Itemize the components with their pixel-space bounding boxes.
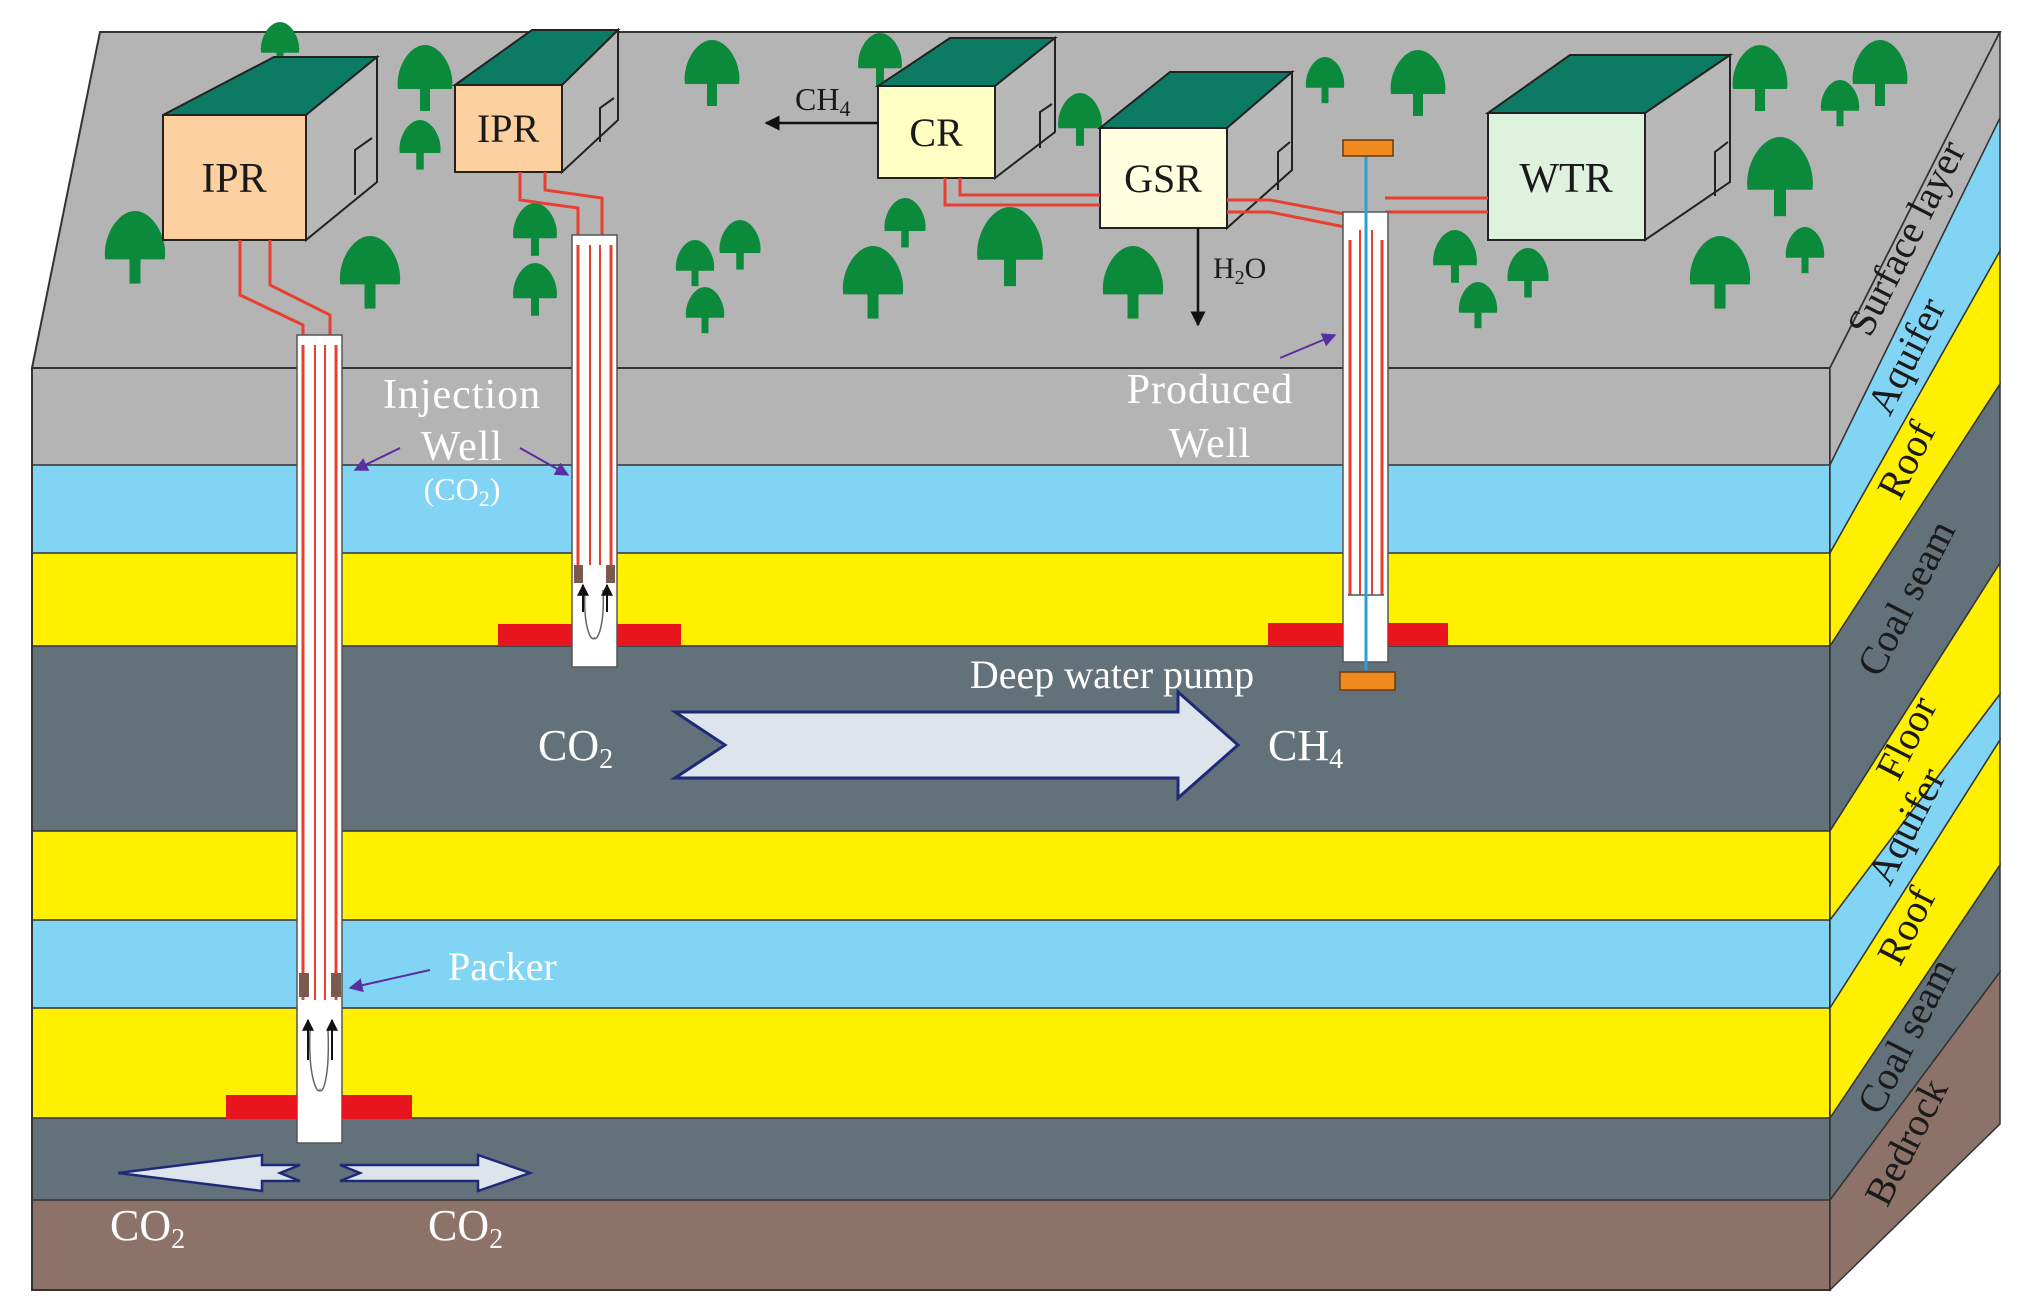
seal-1-left: [226, 1095, 297, 1119]
building-ipr-2: IPR: [451, 27, 621, 175]
packer-label-group: Packer: [348, 944, 557, 993]
packer-1-left: [299, 973, 309, 997]
produced-well-label-line1: Produced: [1127, 367, 1294, 413]
seal-2-right: [617, 624, 681, 646]
injection-well-label-line2: Well: [421, 424, 503, 470]
h2o-output-label: H2O: [1213, 252, 1266, 289]
ch4-output-flow: CH4: [764, 81, 878, 131]
main-ch4-label: CH4: [1268, 721, 1343, 775]
label-gsr: GSR: [1124, 156, 1202, 201]
label-ipr-2: IPR: [477, 106, 540, 151]
packer-1-right: [331, 973, 341, 997]
building-wtr: WTR: [1484, 53, 1734, 242]
label-wtr: WTR: [1519, 156, 1612, 202]
co2-left-arrow: [117, 1153, 301, 1193]
seal-3-right: [1388, 623, 1448, 645]
packer-label: Packer: [448, 944, 557, 989]
injection-well-label-line1: Injection: [383, 372, 541, 418]
produced-well-label: Produced Well: [1127, 333, 1337, 467]
co2-left-label: CO2: [110, 1201, 185, 1255]
produced-well-label-line2: Well: [1169, 421, 1251, 467]
injection-gas-label: (CO2): [424, 471, 501, 511]
surface-pipes: [238, 172, 1488, 340]
deep-water-pump-body: [1339, 671, 1396, 691]
injection-well-2: [498, 234, 681, 668]
injection-well-1: [226, 334, 412, 1144]
main-co2-label: CO2: [538, 721, 613, 775]
building-cr: CR: [874, 35, 1058, 181]
co2-right-arrow: [339, 1153, 534, 1193]
label-cr: CR: [909, 110, 963, 155]
ch4-output-label: CH4: [795, 81, 850, 121]
h2o-output-flow: H2O: [1190, 228, 1266, 327]
seal-2-left: [498, 624, 572, 646]
seal-3-left: [1268, 623, 1343, 645]
lower-co2-flow: CO2 CO2: [110, 1153, 534, 1255]
migration-arrow: [670, 688, 1241, 802]
side-strata: [1829, 31, 2001, 1292]
co2-ch4-displacement: CO2 CH4: [538, 688, 1343, 802]
building-gsr: GSR: [1097, 69, 1295, 231]
side-bedrock: [1829, 969, 2001, 1292]
building-ipr-1: IPR: [162, 54, 380, 243]
co2-right-label: CO2: [428, 1201, 503, 1255]
produced-well: [1268, 139, 1448, 691]
label-ipr-1: IPR: [201, 156, 266, 202]
wellhead-cap: [1342, 139, 1394, 157]
injection-well-label: Injection Well (CO2): [353, 372, 570, 511]
deep-water-pump-label: Deep water pump: [970, 652, 1254, 697]
stratum-bedrock: [32, 1200, 1830, 1290]
seal-1-right: [342, 1095, 412, 1119]
